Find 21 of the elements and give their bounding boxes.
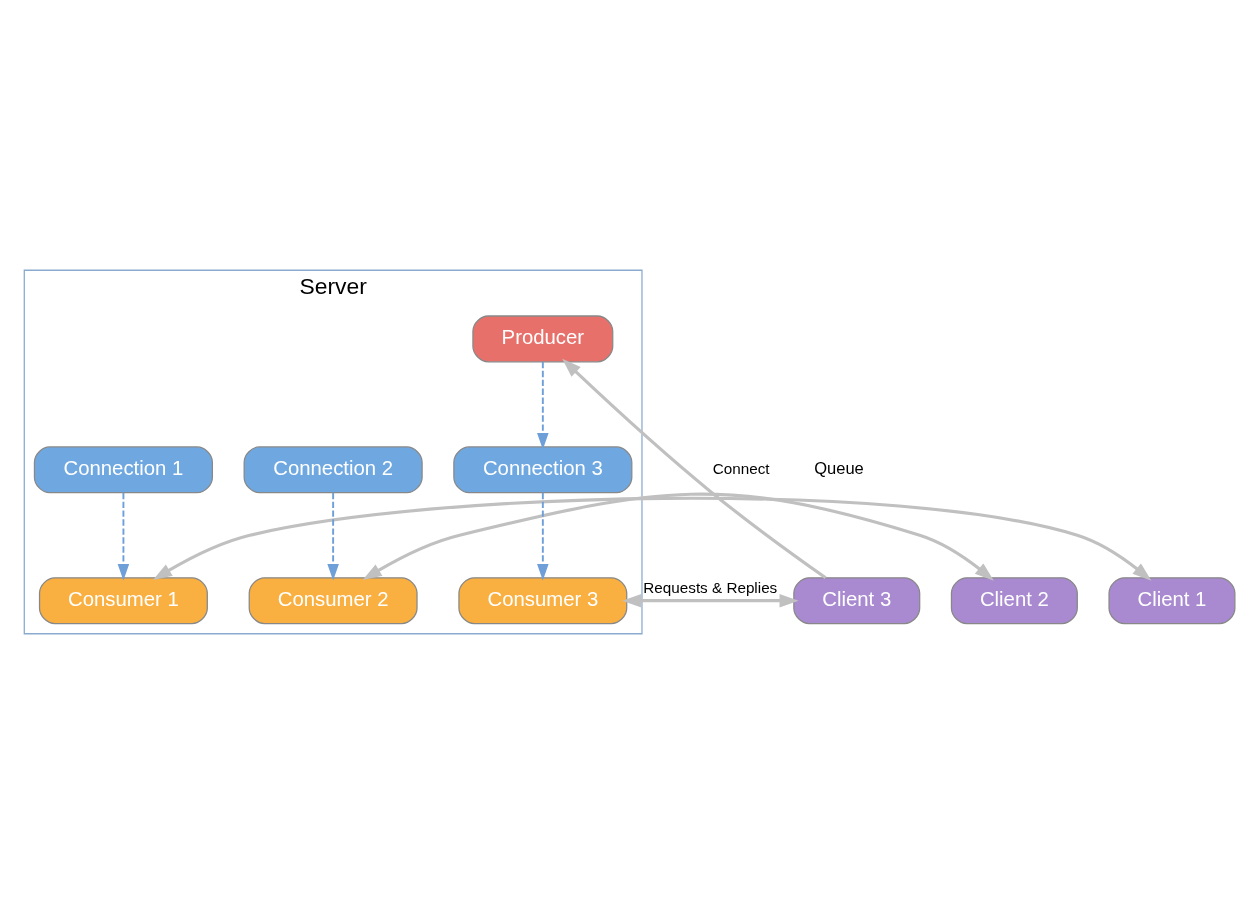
edge-label: Requests & Replies xyxy=(643,578,778,596)
arrow xyxy=(327,491,339,581)
node-box: Client 1 xyxy=(1108,577,1236,625)
arrow xyxy=(362,492,994,581)
arrow xyxy=(537,491,549,581)
node-box: Consumer 3 xyxy=(458,577,628,625)
node-box: Client 2 xyxy=(950,577,1078,625)
edge-label: Connect xyxy=(712,459,770,477)
node-box: Producer xyxy=(472,315,614,363)
node-box: Connection 2 xyxy=(243,446,423,494)
node-box: Consumer 1 xyxy=(38,577,208,625)
arrow xyxy=(562,358,827,580)
arrow xyxy=(152,496,1152,581)
arrow xyxy=(622,594,799,608)
arrow xyxy=(117,491,130,581)
node-box: Client 3 xyxy=(793,577,921,625)
arrow xyxy=(537,360,549,450)
node-box: Connection 1 xyxy=(33,446,214,494)
label: Queue xyxy=(814,459,864,479)
node-box: Consumer 2 xyxy=(248,577,418,625)
node-box: Connection 3 xyxy=(453,446,633,494)
